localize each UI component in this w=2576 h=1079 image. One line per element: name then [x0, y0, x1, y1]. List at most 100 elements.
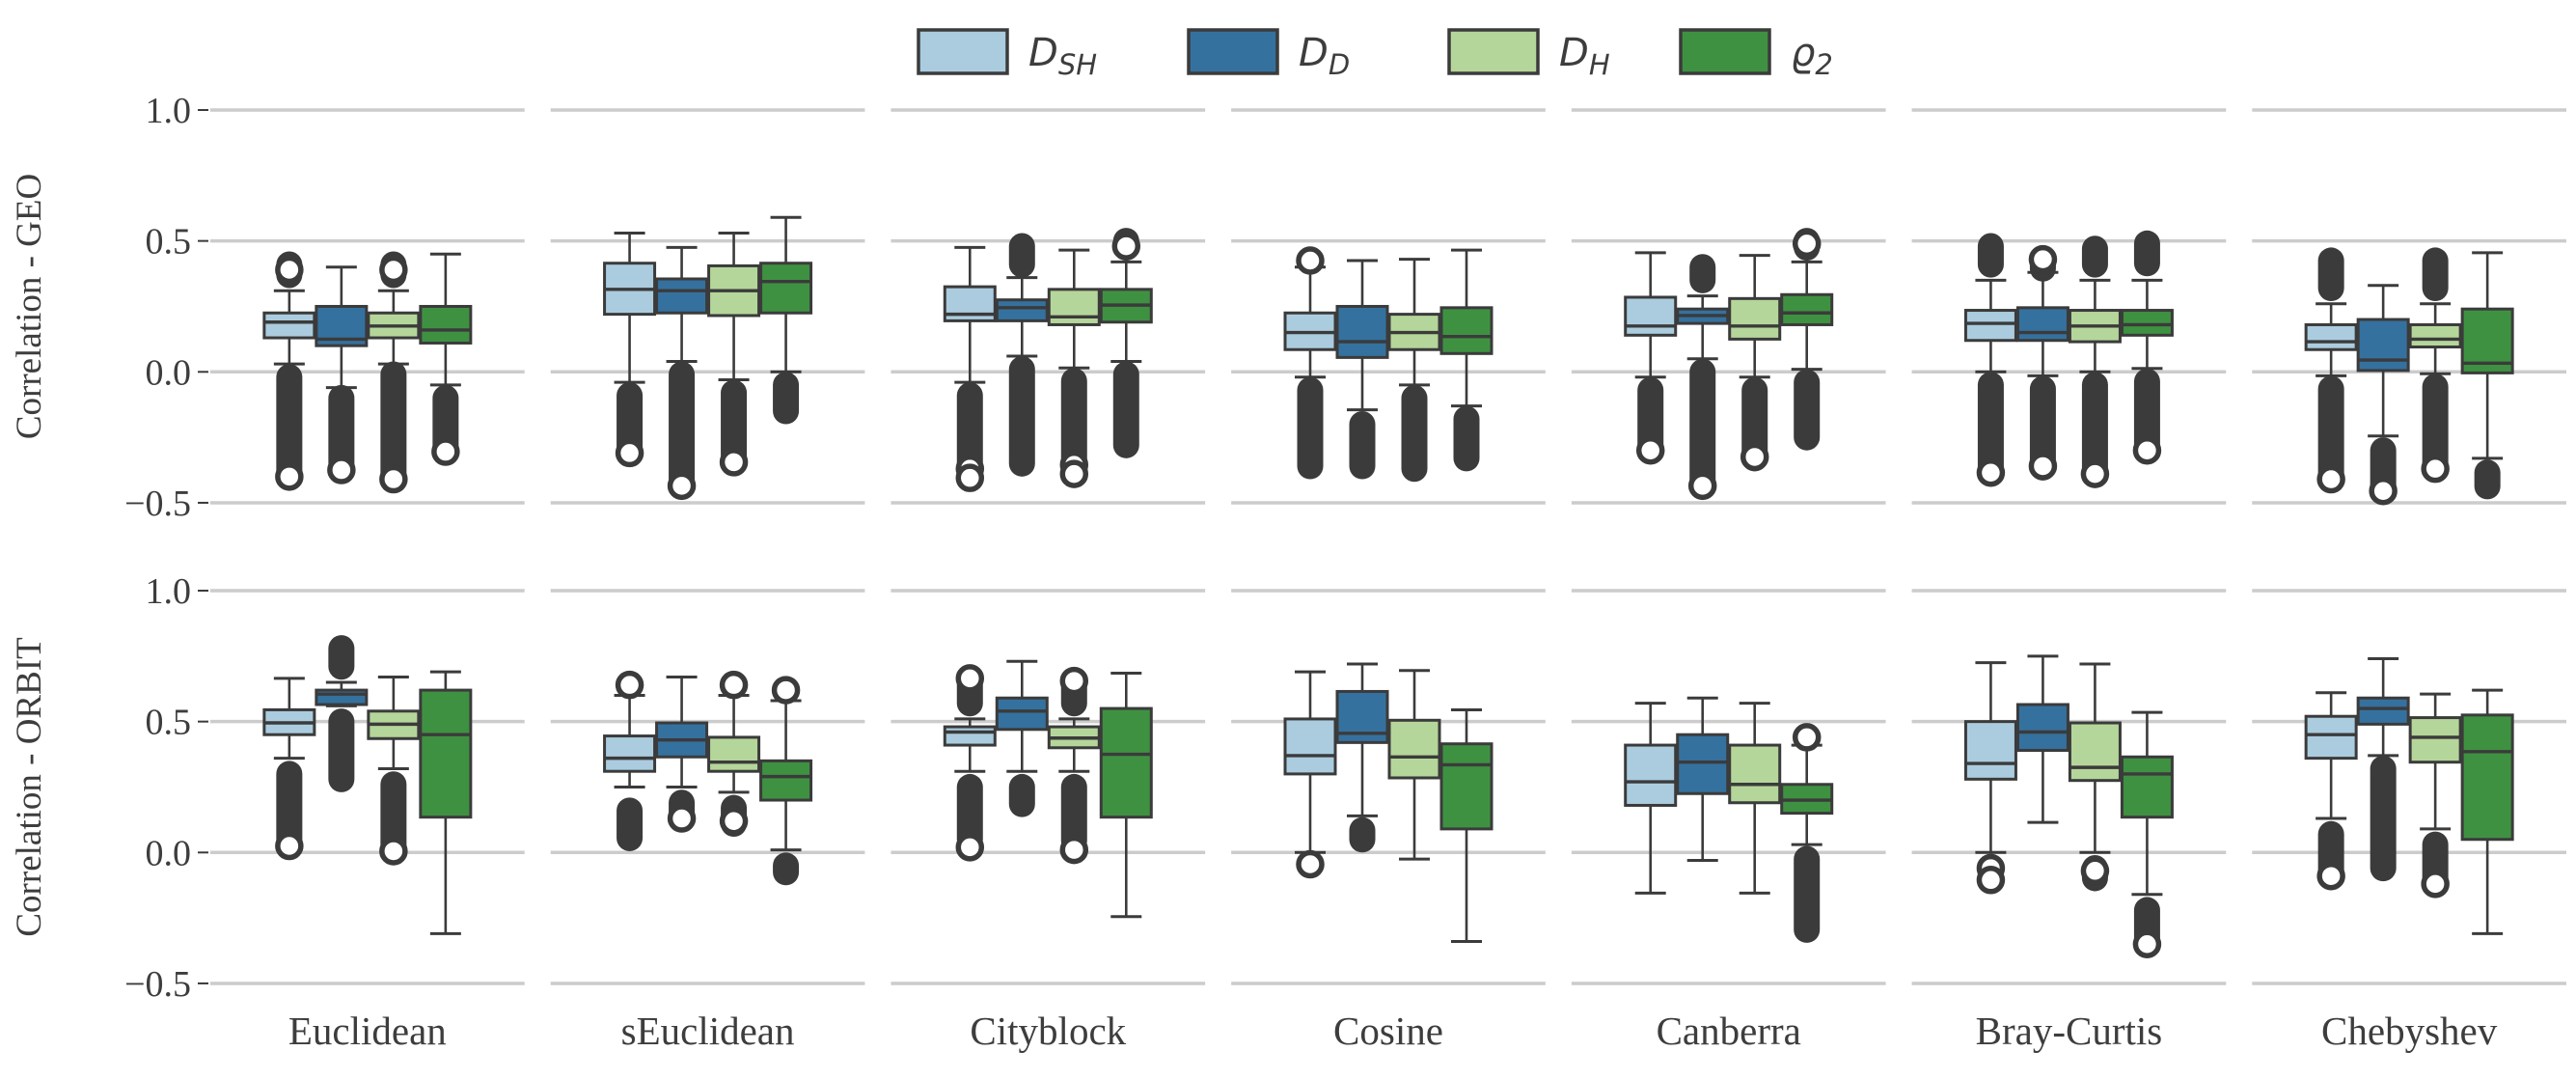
- box: [759, 759, 813, 802]
- xtick-label: Chebyshev: [2321, 1009, 2498, 1053]
- outlier-ring: [2028, 244, 2058, 274]
- outlier-ring: [379, 255, 408, 285]
- legend-swatch: [1187, 28, 1279, 75]
- outlier-ring: [1976, 458, 2006, 487]
- xtick-label: sEuclidean: [621, 1009, 795, 1053]
- outlier-capsule: [1112, 361, 1139, 458]
- outlier-ring: [275, 462, 304, 491]
- outlier-ring: [379, 464, 408, 494]
- box-group-D_SH: [1624, 702, 1678, 895]
- box: [655, 277, 709, 315]
- ytick-label: 0.5: [146, 703, 192, 743]
- outlier-ring: [2080, 459, 2110, 488]
- outlier-ring: [1740, 442, 1769, 472]
- box: [2015, 306, 2069, 343]
- legend-item: DSH: [917, 28, 1097, 81]
- xtick-label: Bray-Curtis: [1976, 1009, 2163, 1053]
- box: [1439, 306, 1494, 355]
- outlier-capsule: [1349, 816, 1376, 853]
- box-group-D_SH: [1624, 251, 1678, 465]
- outlier-capsule: [2081, 372, 2108, 487]
- outlier-ring: [615, 670, 644, 700]
- outlier-ring: [955, 463, 985, 492]
- outlier-capsule: [2081, 235, 2108, 278]
- outlier-capsule: [2317, 247, 2344, 302]
- outlier-ring: [1059, 835, 1089, 865]
- outlier-ring: [2316, 464, 2345, 494]
- box-group-D_D: [1676, 696, 1730, 862]
- ytick-label: 0.0: [146, 833, 192, 873]
- box-group-D_SH: [2304, 691, 2358, 891]
- box-group-D_SH: [262, 677, 316, 861]
- outlier-capsule: [1349, 410, 1376, 480]
- box-group-rho_2: [419, 670, 473, 935]
- box: [1283, 717, 1337, 776]
- outlier-ring: [275, 255, 304, 285]
- box: [2304, 322, 2358, 351]
- outlier-capsule: [2133, 230, 2160, 277]
- outlier-ring: [615, 438, 644, 468]
- outlier-capsule: [1689, 254, 1716, 293]
- box-group-D_D: [2015, 244, 2069, 481]
- box-group-rho_2: [1099, 228, 1153, 458]
- outlier-ring: [2132, 435, 2162, 465]
- legend-swatch: [917, 28, 1009, 75]
- box-group-rho_2: [759, 676, 813, 886]
- outlier-ring: [2421, 870, 2450, 899]
- outlier-capsule: [1060, 773, 1087, 854]
- xtick-label: Cityblock: [970, 1009, 1126, 1053]
- box: [995, 696, 1049, 732]
- ytick-label: −0.5: [124, 484, 191, 524]
- outlier-ring: [2132, 929, 2162, 959]
- outlier-capsule: [380, 771, 407, 858]
- outlier-capsule: [1297, 376, 1324, 480]
- box: [995, 298, 1049, 322]
- box: [759, 262, 813, 315]
- box: [943, 725, 997, 747]
- box-group-D_H: [2408, 247, 2462, 484]
- outlier-capsule: [2422, 374, 2449, 480]
- outlier-ring: [1111, 232, 1141, 261]
- legend-swatch: [1679, 28, 1771, 75]
- box-group-rho_2: [1780, 723, 1834, 943]
- box: [2408, 716, 2462, 764]
- box: [1047, 288, 1101, 326]
- row-label: Correlation - GEO: [10, 174, 49, 439]
- box: [1387, 718, 1441, 780]
- xtick-label: Cosine: [1333, 1009, 1443, 1053]
- outlier-capsule: [1008, 233, 1035, 278]
- box-group-D_H: [2408, 692, 2462, 899]
- box-group-D_D: [315, 265, 369, 484]
- box-group-rho_2: [2120, 710, 2174, 959]
- ytick-label: 1.0: [146, 91, 192, 131]
- outlier-capsule: [1794, 845, 1821, 943]
- box: [419, 688, 473, 819]
- outlier-capsule: [1977, 372, 2004, 484]
- box: [1963, 720, 2017, 781]
- outlier-capsule: [328, 635, 355, 680]
- box-group-D_D: [2015, 654, 2069, 824]
- outlier-capsule: [669, 361, 696, 495]
- outlier-capsule: [773, 372, 800, 425]
- box: [1624, 743, 1678, 807]
- box: [2356, 318, 2410, 373]
- box: [1439, 742, 1494, 831]
- box-group-D_D: [995, 233, 1049, 477]
- legend-item: DD: [1187, 28, 1350, 81]
- box: [2120, 309, 2174, 337]
- outlier-capsule: [2422, 247, 2449, 302]
- box: [2068, 721, 2122, 783]
- outlier-capsule: [773, 852, 800, 886]
- outlier-capsule: [1977, 233, 2004, 278]
- legend-label: DH: [1559, 31, 1610, 81]
- box-group-D_SH: [943, 245, 997, 492]
- box-group-D_H: [1387, 258, 1441, 483]
- outlier-ring: [2421, 454, 2450, 484]
- outlier-ring: [719, 806, 749, 836]
- outlier-capsule: [2474, 459, 2501, 500]
- outlier-capsule: [956, 773, 983, 853]
- box-group-D_SH: [603, 670, 657, 851]
- outlier-ring: [1792, 229, 1822, 259]
- box-group-rho_2: [759, 215, 813, 425]
